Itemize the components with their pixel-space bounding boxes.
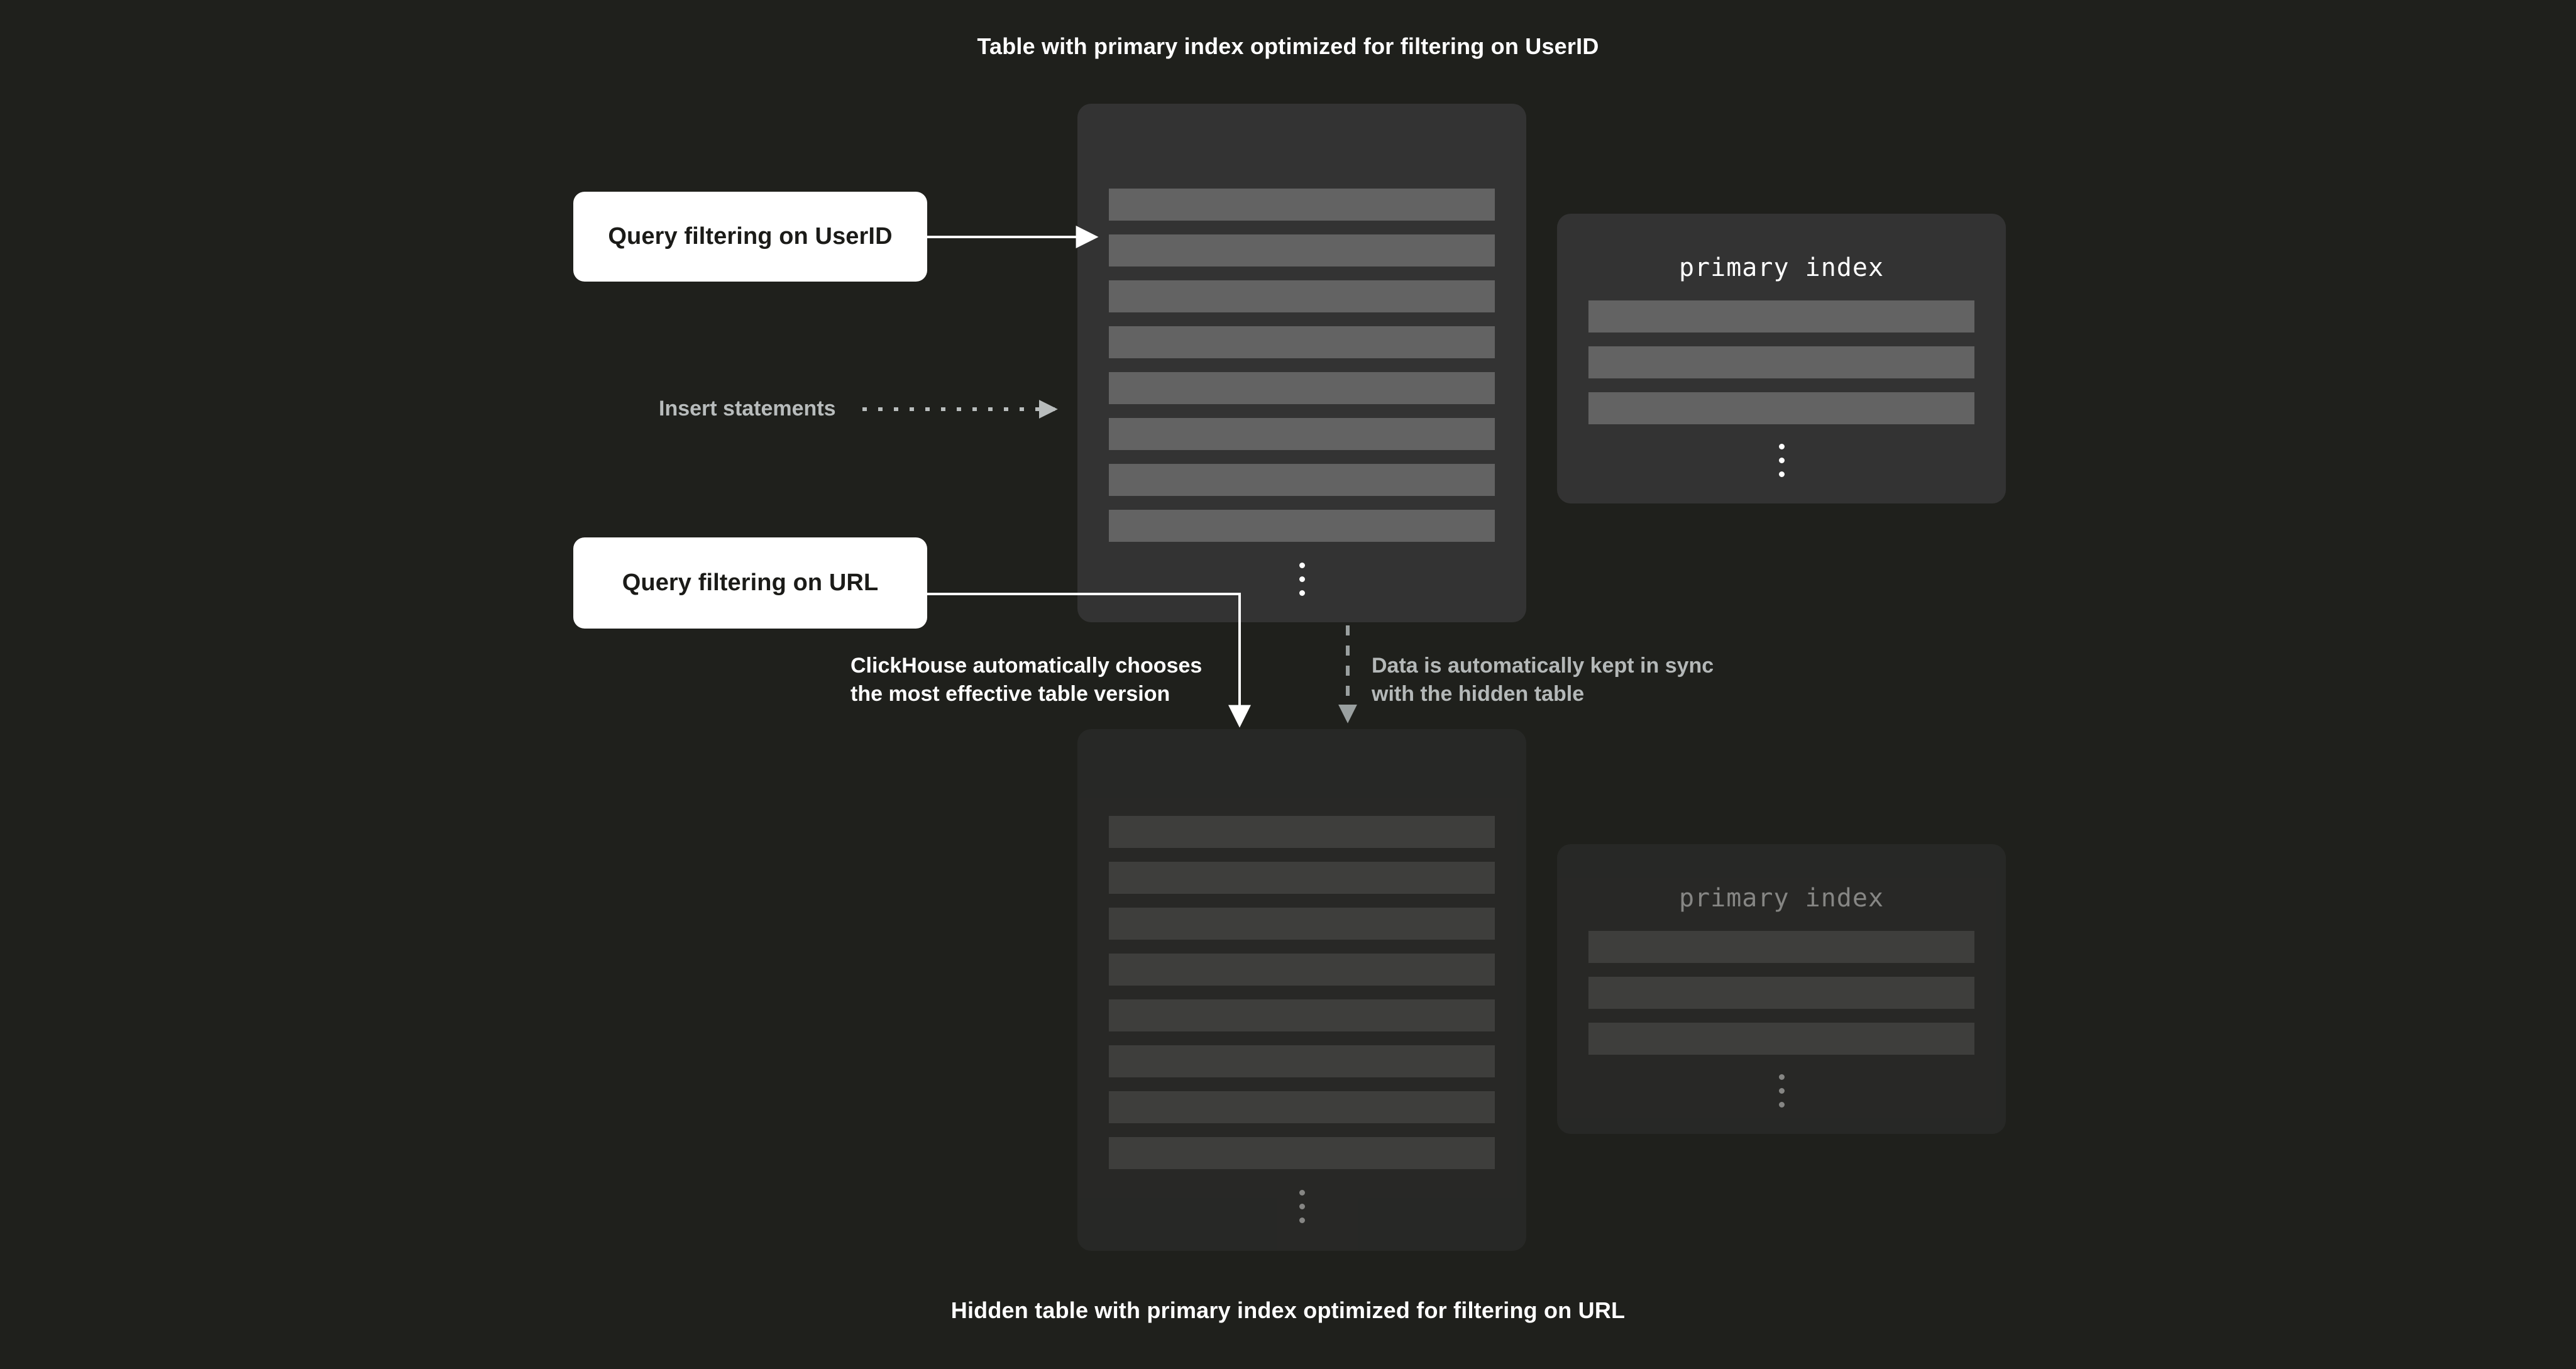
hidden-table-title: hidden table <box>1077 860 1526 889</box>
primary-index-top-panel[interactable]: primary index <box>1557 214 2006 503</box>
chooses-table-version-annotation: ClickHouse automatically chooses the mos… <box>850 654 1203 706</box>
table-row <box>1109 510 1495 542</box>
index-row <box>1588 392 1974 424</box>
primary-index-bottom-panel[interactable]: primary index <box>1557 844 2006 1134</box>
index-row <box>1588 346 1974 378</box>
table-row <box>1109 1091 1495 1123</box>
hidden-table-panel[interactable]: hidden table <box>1077 729 1526 1251</box>
table-row <box>1109 999 1495 1031</box>
query-filtering-url-label: Query filtering on URL <box>622 569 879 596</box>
table-row <box>1109 954 1495 986</box>
vertical-ellipsis-icon <box>1557 1074 2006 1108</box>
index-row <box>1588 931 1974 963</box>
vertical-ellipsis-icon <box>1557 444 2006 477</box>
vertical-ellipsis-icon <box>1077 563 1526 596</box>
kept-in-sync-annotation: Data is automatically kept in sync with … <box>1372 654 1714 706</box>
index-row <box>1588 977 1974 1009</box>
query-filtering-userid-callout[interactable]: Query filtering on UserID <box>573 192 927 282</box>
vertical-ellipsis-icon <box>1077 1190 1526 1223</box>
primary-index-bottom-title: primary index <box>1678 884 1885 913</box>
table-row <box>1109 908 1495 940</box>
table-row <box>1109 418 1495 450</box>
table-row <box>1109 372 1495 404</box>
primary-index-top-title: primary index <box>1678 253 1885 282</box>
table-row <box>1109 326 1495 358</box>
top-caption: Table with primary index optimized for f… <box>977 33 1599 59</box>
table-row <box>1109 234 1495 267</box>
table-1-panel[interactable]: table 1 <box>1077 104 1526 622</box>
table-row <box>1109 1045 1495 1077</box>
query-filtering-userid-label: Query filtering on UserID <box>608 223 893 250</box>
table-row <box>1109 280 1495 312</box>
table-row <box>1109 189 1495 221</box>
table-row <box>1109 816 1495 848</box>
index-row <box>1588 300 1974 333</box>
query-filtering-url-callout[interactable]: Query filtering on URL <box>573 537 927 629</box>
table-row <box>1109 464 1495 496</box>
bottom-caption: Hidden table with primary index optimize… <box>950 1297 1626 1323</box>
insert-statements-label: Insert statements <box>659 397 836 421</box>
table-row <box>1109 862 1495 894</box>
table-row <box>1109 1137 1495 1169</box>
index-row <box>1588 1023 1974 1055</box>
